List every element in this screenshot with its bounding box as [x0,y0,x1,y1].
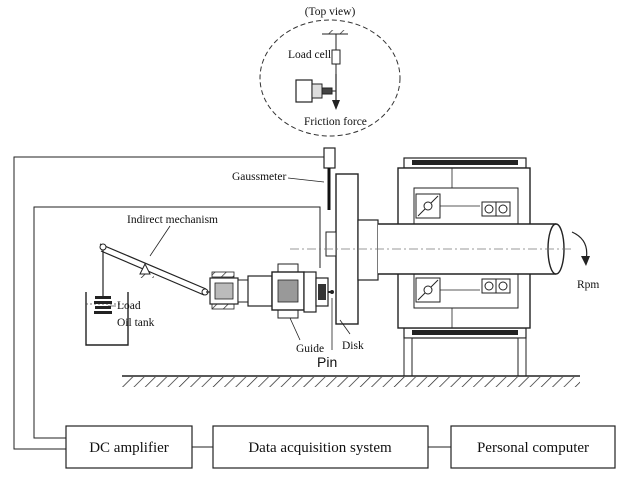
oil-tank-label: Oil tank [117,317,155,329]
data-acquisition-label: Data acquisition system [248,440,392,456]
indirect-mechanism-label: Indirect mechanism [127,214,218,226]
friction-force-label: Friction force [304,116,367,128]
load-cell-label: Load cell [288,49,331,61]
dc-amplifier-label: DC amplifier [89,440,169,456]
gaussmeter: Gaussmeter [232,147,336,210]
disk-assembly: Disk Pin [317,173,379,370]
guide-label: Guide [296,343,324,355]
lever-arm [99,243,207,290]
signal-wires [13,156,324,450]
personal-computer-box [450,425,616,469]
gaussmeter-probe-head [323,147,336,169]
top-view-circle [259,19,401,137]
spindle-shaft: Rpm [290,223,599,291]
data-acquisition-box [212,425,429,469]
gaussmeter-wire [13,156,324,450]
load-cell-element [331,49,341,65]
load-label: Load [117,300,141,312]
inset-holder [295,79,313,103]
oil-tank [85,292,129,346]
top-view-inset: (Top view) Load cell Friction force [259,6,401,137]
top-view-ground [322,30,348,34]
top-view-label: (Top view) [305,6,356,18]
fulcrum [139,262,151,275]
gaussmeter-label: Gaussmeter [232,171,286,183]
loadcell-wire [33,206,321,439]
signal-chain: DC amplifier Data acquisition system Per… [65,425,616,469]
rpm-label: Rpm [577,279,599,291]
dc-amplifier-box [65,425,193,469]
rotation-arrow [571,231,588,261]
personal-computer-label: Personal computer [477,440,589,456]
pin-label: Pin [317,354,337,370]
ground-base [122,375,580,387]
load-weight [95,296,111,299]
ground-hatch [122,377,580,387]
pin-assembly: Guide [206,263,334,355]
disk-label: Disk [342,340,364,352]
disk-hub [357,219,379,281]
loading-mechanism: Indirect mechanism Load Oil tank [85,214,218,346]
